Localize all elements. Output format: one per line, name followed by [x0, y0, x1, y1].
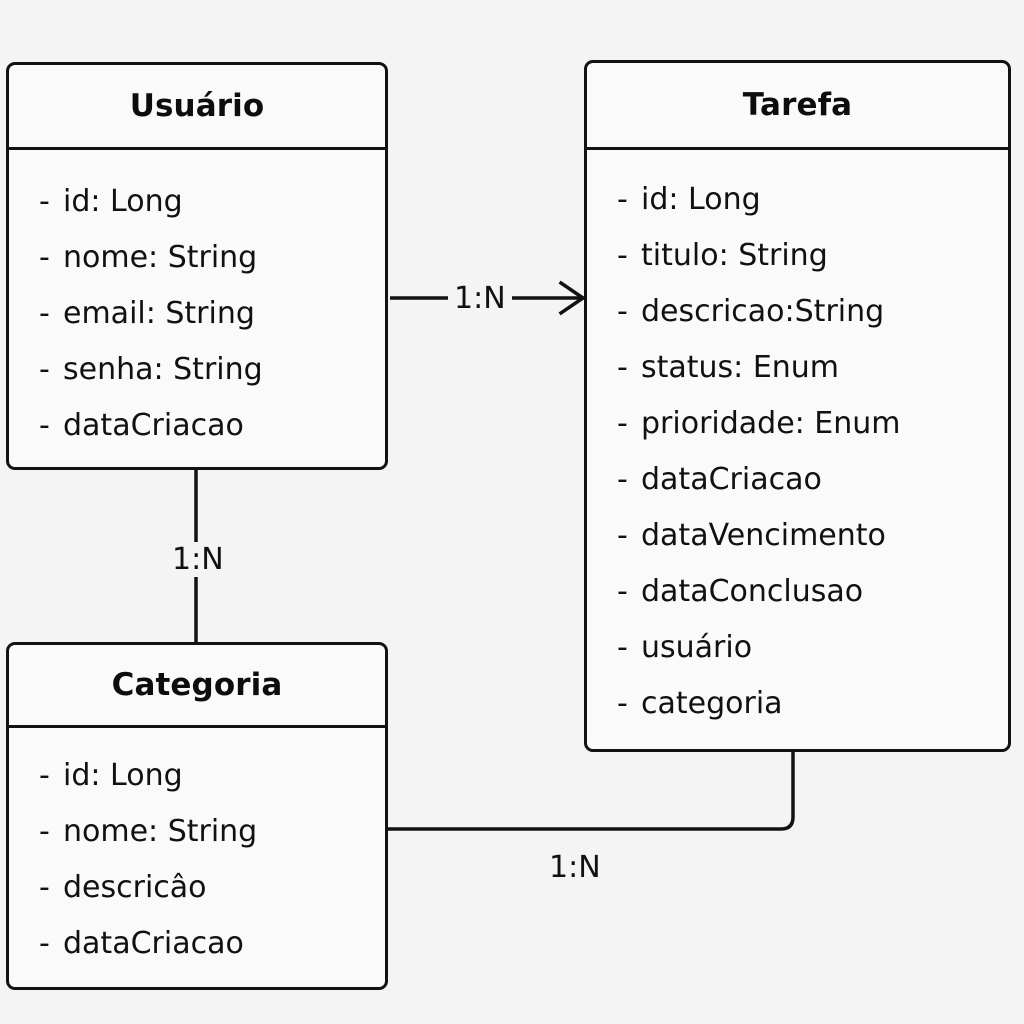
attribute-label: prioridade: Enum	[641, 406, 901, 441]
class-header-categoria: Categoria	[9, 645, 385, 728]
attribute-bullet: -	[39, 814, 50, 849]
attribute-bullet: -	[617, 462, 628, 497]
attribute-label: dataCriacao	[641, 462, 822, 497]
attribute-bullet: -	[617, 686, 628, 721]
attribute-row: - dataCriacao	[617, 452, 1008, 508]
attribute-label: id: Long	[63, 184, 183, 219]
attribute-bullet: -	[617, 238, 628, 273]
attribute-bullet: -	[617, 294, 628, 329]
class-box-categoria[interactable]: Categoria - id: Long - nome: String - de…	[6, 642, 388, 990]
attribute-row: - prioridade: Enum	[617, 396, 1008, 452]
attribute-label: dataVencimento	[641, 518, 886, 553]
attribute-bullet: -	[39, 296, 50, 331]
attribute-bullet: -	[39, 184, 50, 219]
class-title-tarefa: Tarefa	[742, 87, 853, 123]
relationship-label-categoria-tarefa: 1:N	[543, 850, 607, 885]
class-header-tarefa: Tarefa	[587, 63, 1008, 150]
attribute-label: id: Long	[63, 758, 183, 793]
attribute-label: usuário	[641, 630, 753, 665]
attribute-bullet: -	[39, 352, 50, 387]
attribute-row: - dataConclusao	[617, 564, 1008, 620]
attribute-row: - dataVencimento	[617, 508, 1008, 564]
attribute-label: descricao:String	[641, 294, 885, 329]
attribute-row: - senha: String	[39, 342, 385, 398]
attribute-bullet: -	[39, 240, 50, 275]
attribute-bullet: -	[39, 758, 50, 793]
attribute-row: - email: String	[39, 286, 385, 342]
attribute-label: dataConclusao	[641, 574, 864, 609]
arrowhead-icon	[558, 280, 587, 316]
class-box-tarefa[interactable]: Tarefa - id: Long - titulo: String - des…	[584, 60, 1011, 752]
attribute-label: email: String	[63, 296, 255, 331]
attribute-bullet: -	[617, 518, 628, 553]
attribute-row: - categoria	[617, 676, 1008, 732]
attribute-row: - nome: String	[39, 230, 385, 286]
attribute-bullet: -	[617, 630, 628, 665]
attribute-label: status: Enum	[641, 350, 840, 385]
class-title-usuario: Usuário	[129, 88, 265, 124]
attribute-row: - nome: String	[39, 804, 385, 860]
attribute-label: dataCriacao	[63, 926, 244, 961]
attribute-label: descricâo	[63, 870, 207, 905]
attribute-row: - status: Enum	[617, 340, 1008, 396]
attribute-label: titulo: String	[641, 238, 828, 273]
relationship-label-usuario-tarefa: 1:N	[448, 281, 512, 316]
attribute-label: nome: String	[63, 814, 258, 849]
attribute-bullet: -	[617, 406, 628, 441]
attribute-row: - titulo: String	[617, 228, 1008, 284]
relationship-label-usuario-categoria: 1:N	[166, 542, 230, 577]
attribute-row: - usuário	[617, 620, 1008, 676]
attribute-list-categoria: - id: Long - nome: String - descricâo - …	[9, 728, 385, 972]
attribute-row: - id: Long	[617, 172, 1008, 228]
attribute-label: nome: String	[63, 240, 258, 275]
attribute-bullet: -	[617, 350, 628, 385]
attribute-row: - dataCriacao	[39, 916, 385, 972]
attribute-bullet: -	[617, 182, 628, 217]
attribute-label: categoria	[641, 686, 783, 721]
attribute-list-usuario: - id: Long - nome: String - email: Strin…	[9, 150, 385, 454]
attribute-label: senha: String	[63, 352, 263, 387]
class-title-categoria: Categoria	[111, 667, 283, 703]
attribute-bullet: -	[617, 574, 628, 609]
attribute-row: - id: Long	[39, 174, 385, 230]
attribute-bullet: -	[39, 870, 50, 905]
attribute-list-tarefa: - id: Long - titulo: String - descricao:…	[587, 150, 1008, 732]
class-header-usuario: Usuário	[9, 65, 385, 150]
attribute-row: - descricâo	[39, 860, 385, 916]
attribute-label: dataCriacao	[63, 408, 244, 443]
attribute-label: id: Long	[641, 182, 761, 217]
class-box-usuario[interactable]: Usuário - id: Long - nome: String - emai…	[6, 62, 388, 470]
attribute-row: - dataCriacao	[39, 398, 385, 454]
attribute-bullet: -	[39, 926, 50, 961]
connector-categoria-tarefa	[388, 752, 795, 831]
attribute-bullet: -	[39, 408, 50, 443]
attribute-row: - id: Long	[39, 748, 385, 804]
attribute-row: - descricao:String	[617, 284, 1008, 340]
